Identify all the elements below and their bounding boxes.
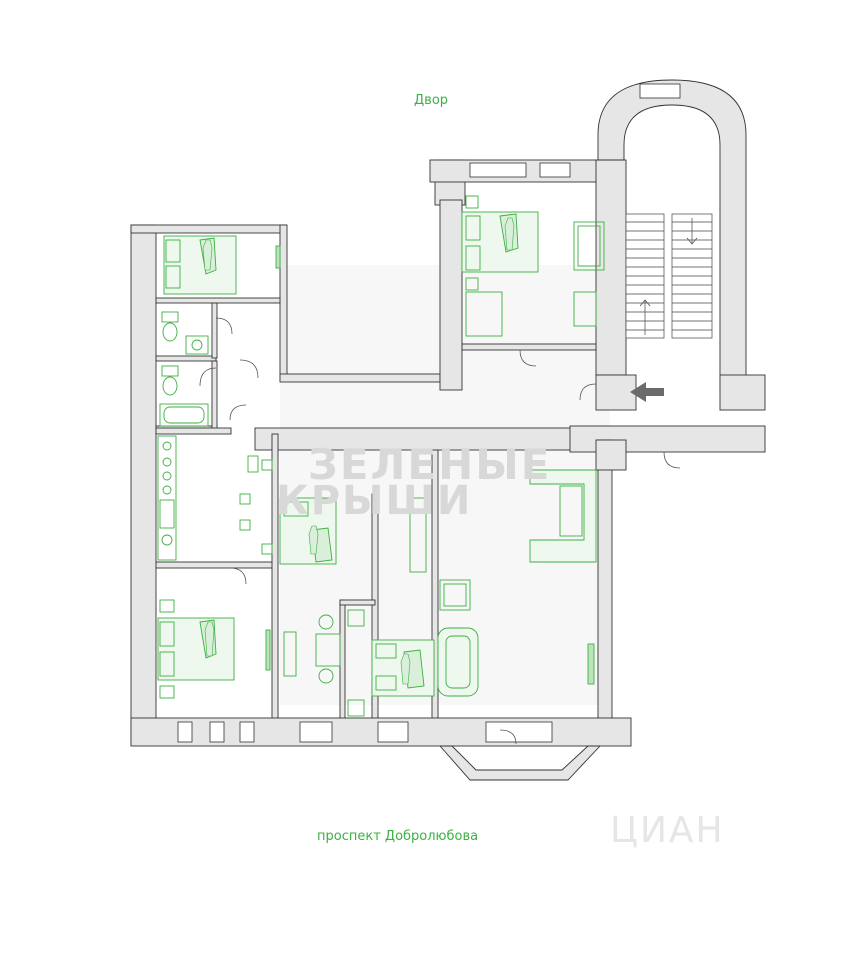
wall-stair-right — [719, 374, 766, 411]
wall-right-block-right — [595, 159, 627, 376]
doors — [199, 317, 681, 745]
wardrobe — [409, 497, 427, 573]
window — [177, 721, 193, 743]
wall-kitchen-top — [155, 427, 232, 435]
nightstand — [159, 685, 175, 699]
door-arc — [229, 567, 247, 585]
stair-up-arrow-icon — [639, 299, 651, 335]
wall-left-wing-right — [279, 224, 288, 381]
wall-lamp — [275, 245, 281, 269]
door-arc — [519, 349, 537, 367]
tv-stand — [587, 643, 595, 685]
door-arc — [499, 729, 517, 745]
windows-bottom — [177, 721, 553, 743]
chairs-set — [315, 614, 341, 684]
wardrobe — [465, 291, 503, 337]
window — [377, 721, 409, 743]
wall-central-right — [569, 425, 766, 453]
street-label: проспект Добролюбова — [317, 829, 479, 844]
nightstand — [159, 599, 175, 613]
watermark-line1: ЗЕЛЕНЫЕ — [308, 440, 552, 489]
wall-room-mid-left — [339, 599, 346, 721]
bay-window — [439, 745, 602, 781]
door-arc — [239, 359, 259, 379]
wall-right-outer — [597, 439, 613, 721]
bed-double — [163, 235, 237, 295]
stair-tower — [597, 79, 747, 391]
wall-stair-bottom — [595, 374, 637, 411]
wall-wc-right — [211, 302, 218, 359]
sofa — [437, 627, 479, 697]
window — [469, 162, 527, 178]
desk — [573, 291, 597, 327]
door-arc — [663, 451, 681, 469]
entrance-arrow-icon — [630, 382, 664, 402]
scale-figures — [202, 217, 515, 685]
armchair — [439, 579, 471, 611]
windows-top — [469, 83, 681, 178]
door-arc — [579, 383, 597, 401]
window — [209, 721, 225, 743]
nightstand — [465, 195, 479, 209]
wall-kitchen-bottom — [155, 561, 277, 569]
courtyard-label: Двор — [414, 93, 449, 108]
person-figure — [308, 525, 319, 555]
corner-sofa — [529, 469, 597, 563]
nightstand — [347, 609, 365, 627]
nightstand — [465, 277, 479, 291]
watermark-line2: КРЫШИ — [276, 478, 473, 524]
window — [299, 721, 333, 743]
person-figure — [504, 217, 515, 251]
wall-right-block-left-lower — [439, 199, 463, 391]
dining-chairs — [239, 455, 273, 555]
door-arc — [215, 317, 233, 335]
stair-down-arrow-icon — [686, 218, 698, 245]
wall-bedroom4-bottom — [461, 343, 597, 351]
bathtub — [159, 403, 209, 427]
bed-double — [461, 211, 539, 273]
kitchen-counter — [157, 435, 177, 561]
bed-double — [157, 617, 235, 681]
toilet — [161, 311, 179, 342]
toilet — [161, 365, 179, 396]
nightstand — [347, 699, 365, 717]
wall-lamp — [265, 629, 271, 671]
staircase — [625, 213, 713, 339]
watermark-source: ЦИАН — [610, 810, 725, 851]
wall-wc-bottom — [155, 355, 217, 362]
window — [485, 721, 553, 743]
sink — [185, 335, 209, 355]
window — [639, 83, 681, 99]
outer-wall-top-left — [130, 224, 287, 234]
outer-wall-left — [130, 224, 157, 746]
person-figure — [400, 653, 411, 685]
door-arc — [199, 367, 217, 387]
door-arc — [229, 404, 247, 421]
wall-bedroom1-bottom — [155, 297, 281, 304]
desk — [283, 631, 297, 677]
window — [239, 721, 255, 743]
armchair — [573, 221, 605, 271]
wall-room-mid-top — [339, 599, 376, 606]
wall-corridor-top — [279, 373, 441, 383]
person-figure — [202, 239, 213, 271]
window — [539, 162, 571, 178]
person-figure — [204, 621, 215, 657]
wall-bath-right — [211, 360, 218, 432]
wall-right-outer-top — [595, 439, 627, 471]
